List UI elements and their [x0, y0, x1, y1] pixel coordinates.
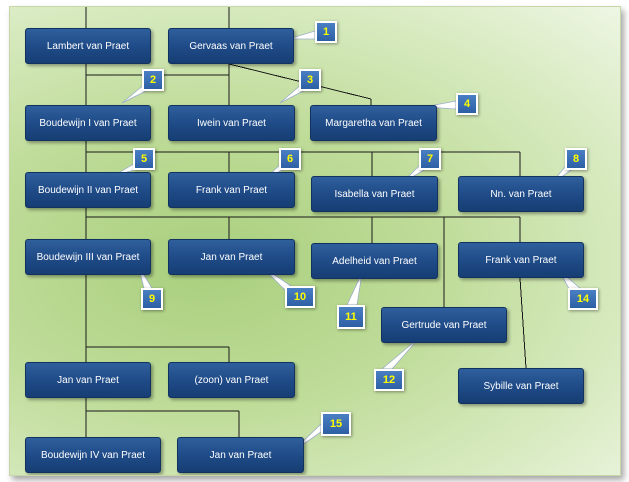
diagram-frame: Lambert van Praet Gervaas van Praet Boud…	[9, 6, 621, 476]
person-name: Lambert van Praet	[46, 40, 130, 52]
person-boudewijn-i: Boudewijn I van Praet	[25, 105, 151, 141]
person-nn: Nn. van Praet	[458, 176, 584, 212]
person-name: Jan van Praet	[209, 449, 272, 461]
person-name: Boudewijn II van Praet	[37, 184, 139, 196]
person-name: Margaretha van Praet	[325, 117, 422, 129]
callout-badge-2: 2	[142, 69, 164, 91]
person-zoon: (zoon) van Praet	[168, 362, 295, 398]
person-name: Iwein van Praet	[197, 117, 266, 129]
person-name: Jan van Praet	[57, 374, 119, 386]
person-boudewijn-ii: Boudewijn II van Praet	[25, 172, 151, 208]
person-gertrude: Gertrude van Praet	[381, 307, 507, 343]
person-margaretha: Margaretha van Praet	[310, 105, 437, 141]
person-name: Adelheid van Praet	[332, 255, 417, 267]
person-isabella: Isabella van Praet	[311, 176, 438, 212]
callout-badge-9: 9	[141, 288, 163, 310]
person-name: Isabella van Praet	[334, 188, 415, 200]
callout-badge-8: 8	[565, 148, 587, 170]
callout-badge-15: 15	[321, 412, 351, 436]
callout-badge-6: 6	[279, 148, 301, 170]
person-iwein: Iwein van Praet	[168, 105, 295, 141]
callout-badge-11: 11	[337, 305, 365, 329]
person-boudewijn-iv: Boudewijn IV van Praet	[25, 437, 161, 473]
person-sybille: Sybille van Praet	[458, 368, 584, 404]
callout-badge-3: 3	[299, 69, 321, 91]
person-adelheid: Adelheid van Praet	[311, 243, 438, 279]
person-name: Gertrude van Praet	[401, 319, 487, 331]
person-name: Boudewijn III van Praet	[36, 251, 140, 263]
person-jan-1: Jan van Praet	[168, 239, 295, 275]
person-name: Frank van Praet	[195, 184, 268, 196]
person-name: Boudewijn IV van Praet	[41, 449, 145, 461]
person-name: Boudewijn I van Praet	[39, 117, 137, 129]
person-frank-2: Frank van Praet	[458, 242, 584, 278]
person-name: Sybille van Praet	[483, 380, 559, 392]
person-frank-1: Frank van Praet	[168, 172, 295, 208]
person-jan-2: Jan van Praet	[25, 362, 151, 398]
connector-line	[519, 277, 527, 369]
person-name: Frank van Praet	[485, 254, 557, 266]
callout-badge-12: 12	[374, 369, 404, 391]
callout-badge-14: 14	[568, 288, 598, 310]
callout-badge-5: 5	[133, 148, 155, 170]
callout-badge-10: 10	[285, 286, 315, 308]
person-gervaas: Gervaas van Praet	[168, 28, 294, 64]
person-jan-3: Jan van Praet	[177, 437, 304, 473]
person-lambert: Lambert van Praet	[25, 28, 151, 64]
person-name: Gervaas van Praet	[189, 40, 273, 52]
callout-badge-1: 1	[315, 21, 337, 43]
callout-badge-4: 4	[456, 93, 478, 115]
person-boudewijn-iii: Boudewijn III van Praet	[25, 239, 151, 275]
callout-badge-7: 7	[419, 148, 441, 170]
person-name: (zoon) van Praet	[194, 374, 269, 386]
person-name: Nn. van Praet	[490, 188, 552, 200]
person-name: Jan van Praet	[200, 251, 263, 263]
